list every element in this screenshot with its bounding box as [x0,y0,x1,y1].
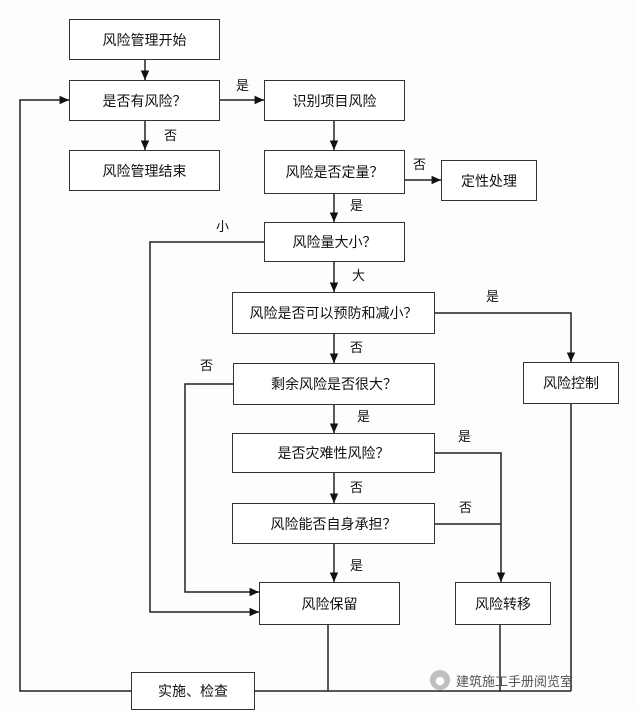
node-prevent: 风险是否可以预防和减小？ [232,292,435,334]
arrow-disaster-to-transfer [435,452,506,582]
node-quantify: 风险是否定量？ [264,150,405,194]
node-self-bear: 风险能否自身承担？ [232,503,435,544]
label-residual-yes: 是 [357,410,371,425]
node-start: 风险管理开始 [69,19,220,60]
watermark-text: 建筑施工手册阅览室 [456,674,574,690]
label-disaster-no: 否 [350,481,364,496]
label-prevent-no: 否 [350,341,364,356]
node-qualitative: 定性处理 [441,160,537,201]
label-has-risk-yes: 是 [236,79,250,94]
node-retain: 风险保留 [259,582,400,625]
node-identify: 识别项目风险 [264,80,405,121]
label-self-bear-no: 否 [459,501,473,516]
label-residual-no: 否 [200,359,214,374]
label-quantify-yes: 是 [350,199,364,214]
label-has-risk-no: 否 [164,129,178,144]
node-residual: 剩余风险是否很大？ [233,363,435,405]
node-implement: 实施、检查 [131,672,255,710]
watermark: ● 建筑施工手册阅览室 [430,670,573,690]
label-quantify-no: 否 [413,158,427,173]
label-size-small: 小 [216,220,230,235]
arrow-prevent-to-control [435,312,576,362]
node-end: 风险管理结束 [69,150,220,191]
arrow-loop-back [19,95,131,692]
node-has-risk: 是否有风险？ [69,80,220,121]
arrow-residual-no-to-retain [184,383,259,597]
node-transfer: 风险转移 [455,582,551,625]
label-disaster-yes: 是 [458,430,472,445]
label-self-bear-yes: 是 [350,559,364,574]
label-size-large: 大 [352,269,366,284]
wechat-icon: ● [430,670,450,690]
node-control: 风险控制 [523,362,619,404]
arrow-size-small-to-retain [149,241,264,617]
label-prevent-yes: 是 [486,290,500,305]
node-disaster: 是否灾难性风险？ [232,433,435,473]
node-size: 风险量大小？ [264,222,405,262]
